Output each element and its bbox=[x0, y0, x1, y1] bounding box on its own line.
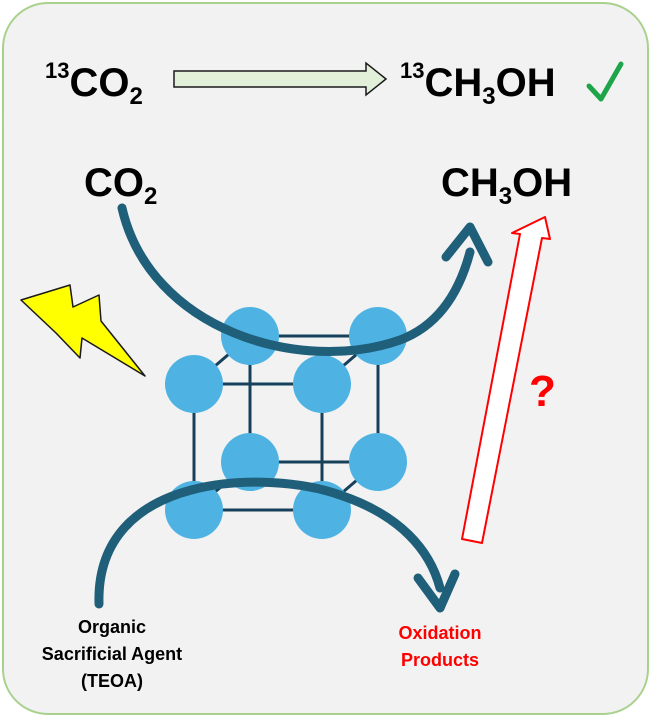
uncertain-pathway-arrow bbox=[461, 216, 551, 544]
oxidation-curve-arrow bbox=[94, 477, 445, 609]
methanol-label: CH3OH bbox=[441, 161, 573, 210]
co2-label: CO2 bbox=[84, 161, 158, 210]
reduction-curve-arrow bbox=[117, 203, 475, 356]
sacrificial-agent-label: Organic Sacrificial Agent (TEOA) bbox=[41, 617, 183, 691]
check-icon bbox=[586, 61, 624, 102]
top-reactant-label: 13CO2 bbox=[45, 58, 143, 110]
top-product-label: 13CH3OH bbox=[400, 58, 556, 110]
node-back-bottom-right bbox=[349, 433, 407, 491]
oxidation-products-label: Oxidation Products bbox=[398, 623, 482, 670]
reduction-arrowhead bbox=[441, 222, 493, 267]
node-front-top-right bbox=[293, 355, 351, 413]
top-reaction-arrow bbox=[173, 61, 388, 97]
node-back-bottom-left bbox=[221, 433, 279, 491]
question-mark: ? bbox=[529, 367, 556, 416]
oxidation-arrowhead bbox=[413, 569, 460, 613]
lightning-bolt-icon bbox=[20, 284, 146, 377]
node-front-top-left bbox=[165, 355, 223, 413]
